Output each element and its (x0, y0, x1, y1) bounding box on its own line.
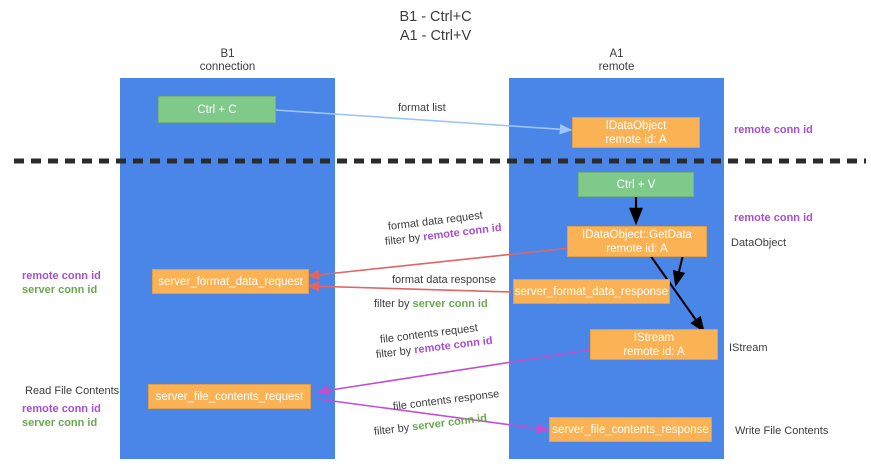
filter-prefix: filter by (384, 231, 424, 249)
edge-label-format-data-response: format data response (392, 274, 496, 286)
box-server-format-data-response[interactable]: server_format_data_response (513, 279, 670, 304)
box-getdata-remote-id: remote id: A (606, 242, 668, 255)
box-istream-title: IStream (633, 331, 675, 344)
box-server-file-contents-request[interactable]: server_file_contents_request (148, 384, 311, 409)
column-header-b1: B1 connection (150, 48, 305, 74)
box-getdata-title: IDataObject::GetData (582, 228, 692, 241)
annotation-read-file-contents: Read File Contents (25, 384, 119, 398)
box-istream[interactable]: IStream remote id: A (590, 329, 718, 360)
annotation-write-file-contents: Write File Contents (735, 424, 828, 438)
annotation-left-remote-conn-id-mid: remote conn id (22, 270, 101, 282)
box-server-format-data-request[interactable]: server_format_data_request (152, 269, 309, 294)
box-ctrl-c-label: Ctrl + C (197, 103, 237, 116)
annotation-write-file-contents-text: Write File Contents (735, 425, 829, 437)
box-idataobject[interactable]: IDataObject remote id: A (572, 117, 700, 148)
page-title: B1 - Ctrl+C A1 - Ctrl+V (0, 8, 871, 46)
box-idataobject-remote-id: remote id: A (605, 133, 667, 146)
title-line-1: B1 - Ctrl+C (399, 9, 472, 25)
column-header-b1-role: connection (199, 61, 256, 73)
box-idataobject-title: IDataObject (605, 119, 667, 132)
box-server-format-data-response-label: server_format_data_response (514, 285, 669, 298)
filter-key-server-conn-id: server conn id (412, 298, 488, 310)
column-header-a1-role: remote (598, 61, 635, 73)
box-ctrl-v[interactable]: Ctrl + V (578, 172, 694, 197)
box-idataobject-getdata[interactable]: IDataObject::GetData remote id: A (567, 226, 707, 257)
annotation-left-remote-conn-id-bottom: remote conn id (22, 403, 101, 415)
annotation-left-ids-bottom: remote conn id server conn id (22, 402, 101, 430)
annotation-remote-conn-id-top-text: remote conn id (734, 124, 813, 136)
filter-prefix: filter by (375, 344, 415, 362)
column-header-b1-name: B1 (220, 48, 235, 60)
box-server-format-data-request-label: server_format_data_request (158, 275, 303, 288)
annotation-remote-conn-id-mid: remote conn id (734, 211, 813, 225)
annotation-remote-conn-id-mid-text: remote conn id (734, 212, 813, 224)
box-ctrl-c[interactable]: Ctrl + C (158, 96, 276, 123)
annotation-left-ids-mid: remote conn id server conn id (22, 269, 101, 297)
edge-label-file-contents-response-filter: filter by server conn id (373, 411, 488, 440)
box-server-file-contents-response-label: server_file_contents_response (552, 423, 709, 436)
box-istream-remote-id: remote id: A (623, 345, 685, 358)
annotation-remote-conn-id-top: remote conn id (734, 123, 813, 137)
column-header-a1-name: A1 (609, 48, 624, 60)
edge-label-format-data-response-filter: filter by server conn id (374, 297, 488, 312)
annotation-istream: IStream (729, 341, 768, 355)
annotation-dataobject-text: DataObject (731, 237, 787, 249)
title-line-2: A1 - Ctrl+V (399, 28, 472, 44)
filter-prefix: filter by (374, 298, 413, 310)
box-server-file-contents-response[interactable]: server_file_contents_response (549, 417, 712, 442)
edge-label-format-list: format list (398, 102, 446, 114)
annotation-istream-text: IStream (729, 342, 768, 354)
filter-key-server-conn-id: server conn id (411, 412, 488, 434)
annotation-left-server-conn-id-bottom: server conn id (22, 417, 98, 429)
edge-label-file-contents-response-text: file contents response (392, 388, 500, 414)
column-header-a1: A1 remote (539, 48, 694, 74)
box-server-file-contents-request-label: server_file_contents_request (155, 390, 304, 403)
annotation-dataobject: DataObject (731, 236, 786, 250)
box-ctrl-v-label: Ctrl + V (616, 178, 656, 191)
annotation-left-server-conn-id-mid: server conn id (22, 284, 98, 296)
annotation-read-file-contents-text: Read File Contents (25, 385, 120, 397)
filter-prefix: filter by (373, 421, 413, 439)
